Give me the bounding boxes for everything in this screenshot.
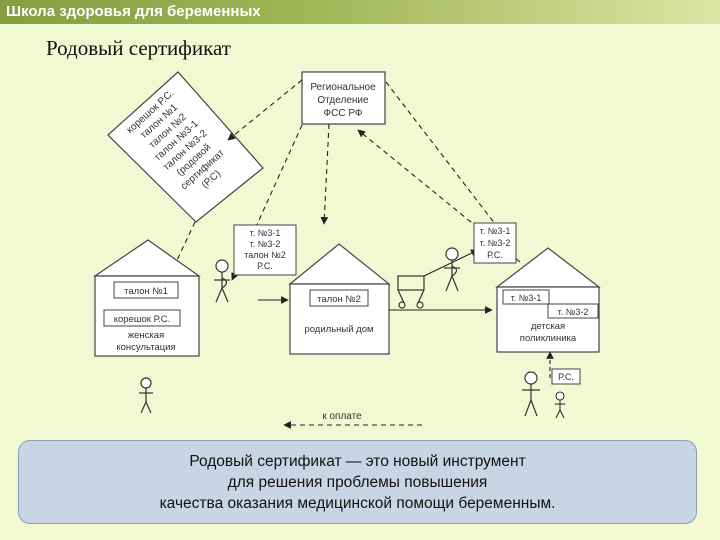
right-note-line-1: т. №3-1 — [480, 226, 511, 236]
right-note-line-2: т. №3-2 — [480, 238, 511, 248]
polyclinic-t2-label: т. №3-2 — [558, 307, 589, 317]
clinic-koreshok-label: корешок Р.С. — [114, 314, 171, 325]
payment-label: к оплате — [322, 411, 362, 422]
womens-clinic-house: талон №1 корешок Р.С. женская консультац… — [93, 239, 201, 357]
pregnant-woman-figure-1 — [214, 259, 230, 303]
child-figure — [555, 391, 565, 419]
hospital-label: родильный дом — [304, 324, 373, 335]
certificate-diamond: корешок Р.С. талон №1 талон №2 талон №3-… — [107, 71, 264, 223]
polyclinic-label-2: поликлиника — [520, 333, 577, 344]
header-bar: Школа здоровья для беременных — [0, 0, 720, 24]
right-note-line-3: Р.С. — [487, 250, 503, 260]
callout-line-2: для решения проблемы повышения — [227, 473, 488, 491]
fss-line-1: Региональное — [310, 82, 376, 93]
fss-office-box: Региональное Отделение ФСС РФ — [301, 71, 386, 125]
baby-stroller-icon — [397, 275, 425, 309]
right-note-box: т. №3-1 т. №3-2 Р.С. — [473, 222, 517, 264]
midwife-note-box: т. №3-1 т. №3-2 талон №2 Р.С. — [233, 224, 297, 276]
page-title: Родовый сертификат — [46, 36, 231, 60]
polyclinic-t1-label: т. №3-1 — [511, 293, 542, 303]
clinic-label-2: консультация — [116, 342, 175, 353]
clinic-label-1: женская — [128, 330, 164, 341]
maternity-hospital-house: талон №2 родильный дом — [288, 243, 391, 355]
hospital-talon-label: талон №2 — [317, 294, 361, 305]
mid-note-line-1: т. №3-1 — [250, 228, 281, 238]
summary-callout: Родовый сертификат — это новый инструмен… — [18, 440, 697, 524]
callout-line-1: Родовый сертификат — это новый инструмен… — [189, 452, 526, 470]
woman-figure-bottom-left — [139, 377, 153, 414]
polyclinic-label-1: детская — [531, 321, 565, 332]
mid-note-line-2: т. №3-2 — [250, 239, 281, 249]
callout-line-3: качества оказания медицинской помощи бер… — [159, 494, 556, 512]
mid-note-line-4: Р.С. — [257, 261, 273, 271]
fss-line-2: Отделение — [317, 95, 369, 106]
fss-line-3: ФСС РФ — [324, 108, 363, 119]
header-title: Школа здоровья для беременных — [6, 3, 261, 20]
mid-note-line-3: талон №2 — [244, 250, 286, 260]
mother-figure — [522, 371, 540, 417]
pregnant-woman-figure-2 — [444, 247, 460, 292]
rs-tag-label: Р.С. — [558, 372, 574, 382]
clinic-talon-label: талон №1 — [124, 286, 168, 297]
rs-tag: Р.С. — [551, 368, 581, 385]
childrens-polyclinic-house: т. №3-1 т. №3-2 детская поликлиника — [495, 247, 601, 353]
